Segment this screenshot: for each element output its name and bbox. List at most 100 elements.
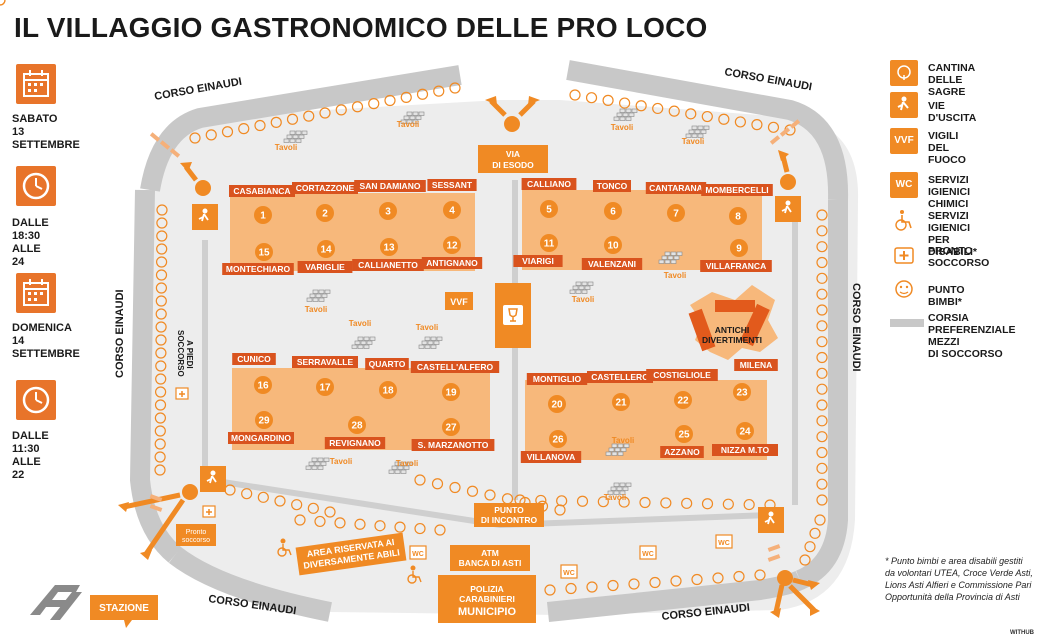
stand-label-bg	[513, 255, 563, 267]
stand-label-bg	[520, 451, 582, 463]
stand-name: MILENA	[740, 360, 773, 370]
stand-label-bg	[222, 263, 294, 275]
stand-name: COSTIGLIOLE	[653, 370, 711, 380]
stand-number: 24	[739, 427, 751, 438]
stand-number-badge	[254, 376, 272, 394]
wc-icon: WC	[560, 564, 578, 579]
stand-name: VILLANOVA	[527, 452, 575, 462]
stand-number-badge	[733, 383, 751, 401]
tavoli-area: Tavoli	[605, 436, 635, 456]
vvf-marker: VVF	[445, 292, 473, 310]
stand-number: 17	[319, 383, 331, 394]
exit-icon	[890, 92, 918, 118]
stand-5: CALLIANO 5	[521, 178, 577, 218]
calendar-icon	[16, 273, 56, 313]
stand-label-bg	[297, 261, 353, 273]
stand-number-badge	[667, 204, 685, 222]
stand-number: 10	[607, 241, 619, 252]
stand-label-bg	[421, 257, 483, 269]
stand-name: VARIGLIE	[305, 262, 345, 272]
wine-glass-icon	[503, 305, 523, 325]
stand-label-bg	[410, 361, 500, 373]
stand-number-badge	[730, 239, 748, 257]
svg-text:SOCCORSO: SOCCORSO	[176, 330, 185, 377]
stand-17: SERRAVALLE 17	[292, 356, 358, 396]
exit-icon	[775, 196, 801, 222]
stand-number-badge	[380, 238, 398, 256]
stand-label-bg	[526, 373, 588, 385]
stand-name: CASTELLERO	[591, 372, 649, 382]
stand-name: SERRAVALLE	[297, 357, 354, 367]
stand-number-badge	[604, 202, 622, 220]
stand-name: MOMBERCELLI	[705, 185, 768, 195]
pronto-soccorso: Pronto soccorso	[176, 505, 216, 546]
polizia-carabinieri-municipio: POLIZIA CARABINIERI MUNICIPIO	[438, 575, 536, 623]
legend-label-punto-bimbi: PUNTO BIMBI*	[928, 284, 965, 308]
road-label-top-left: CORSO EINAUDI	[153, 76, 242, 103]
stand-number-badge	[548, 395, 566, 413]
stand-label-bg	[712, 444, 778, 456]
stand-number-badge	[443, 236, 461, 254]
stand-number-badge	[255, 411, 273, 429]
soccorso-a-piedi: SOCCORSO A PIEDI	[175, 330, 194, 400]
stand-number: 6	[610, 207, 616, 218]
stand-number-badge	[379, 381, 397, 399]
stand-name: MONTECHIARO	[226, 264, 291, 274]
svg-text:WC: WC	[412, 551, 424, 558]
stand-label-bg	[365, 358, 409, 370]
tavoli-label: Tavoli	[664, 271, 687, 280]
stand-name: QUARTO	[369, 359, 406, 369]
wc-icon: WC	[409, 545, 427, 560]
stand-label-bg	[587, 371, 653, 383]
stand-name: CALLIANO	[527, 179, 571, 189]
stand-label-bg	[354, 180, 426, 192]
stand-number-badge	[442, 418, 460, 436]
svg-text:STAZIONE: STAZIONE	[99, 603, 149, 614]
tavoli-label: Tavoli	[604, 493, 627, 502]
svg-text:Pronto: Pronto	[186, 529, 207, 536]
svg-text:VVF: VVF	[450, 297, 468, 307]
stand-name: VILLAFRANCA	[706, 261, 766, 271]
stand-number-badge	[443, 201, 461, 219]
stand-name: MONGARDINO	[231, 433, 291, 443]
tavoli-area: Tavoli	[569, 281, 595, 304]
legend-label-exit: VIE D'USCITA	[928, 100, 977, 124]
tavoli-label: Tavoli	[572, 295, 595, 304]
stand-number: 5	[546, 205, 552, 216]
tavoli-label: Tavoli	[305, 305, 328, 314]
tavoli-label: Tavoli	[396, 459, 419, 468]
stand-number: 7	[673, 209, 679, 220]
stand-name: SESSANT	[432, 180, 473, 190]
stand-name: CUNICO	[237, 354, 271, 364]
clock-icon	[16, 166, 56, 206]
stand-label-bg	[411, 439, 495, 451]
stand-name: VALENZANI	[588, 259, 636, 269]
stand-label-bg	[228, 432, 294, 444]
tavoli-area: Tavoli	[305, 457, 352, 470]
tavoli-label: Tavoli	[612, 436, 635, 445]
stand-label-bg	[593, 180, 631, 192]
stand-number-badge	[540, 200, 558, 218]
stand-label-bg	[292, 182, 358, 194]
stand-label-bg	[701, 184, 773, 196]
svg-text:WC: WC	[718, 540, 730, 547]
stand-label-bg	[229, 185, 295, 197]
train-logo-icon	[30, 585, 82, 620]
